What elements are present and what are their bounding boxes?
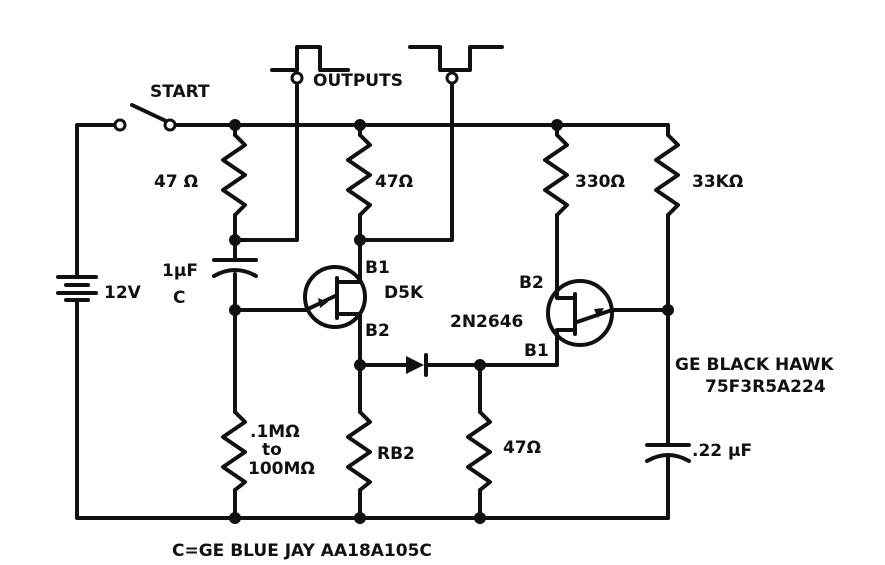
negative-pulse-waveform xyxy=(408,45,504,72)
ujt2-b1-label: B1 xyxy=(524,341,549,361)
cap2-name-label-2: 75F3R5A224 xyxy=(705,377,826,397)
resistor-47-ohm-2 xyxy=(346,133,372,217)
r5-label: 47Ω xyxy=(503,438,541,458)
start-label: START xyxy=(150,82,210,102)
resistor-47-ohm-3 xyxy=(466,410,492,492)
r-var-label-1: .1MΩ xyxy=(250,422,300,442)
outputs-label: OUTPUTS xyxy=(313,71,403,91)
resistor-47-ohm-1 xyxy=(221,133,247,217)
resistor-330-ohm xyxy=(543,133,569,217)
cap2-name-label-1: GE BLACK HAWK xyxy=(675,355,834,375)
ujt1-b2-label: B2 xyxy=(365,321,390,341)
r2-label: 47Ω xyxy=(375,172,413,192)
ujt1-b1-label: B1 xyxy=(365,258,390,278)
capacitor-c xyxy=(212,258,258,278)
capacitor-022uf xyxy=(645,443,691,463)
resistor-rb2 xyxy=(346,410,372,492)
cap2-value-label: .22 µF xyxy=(692,441,752,461)
battery-label: 12V xyxy=(104,283,142,303)
cap-c-value-label: 1µF xyxy=(162,261,198,281)
resistor-33k-ohm xyxy=(654,133,680,217)
ujt-d5k xyxy=(303,265,367,329)
positive-pulse-waveform xyxy=(270,45,350,72)
r1-label: 47 Ω xyxy=(154,172,198,192)
battery-12v xyxy=(56,275,98,302)
r-var-label-2: to xyxy=(262,440,282,460)
r4-label: 33KΩ xyxy=(692,172,743,192)
rb2-label: RB2 xyxy=(377,444,415,464)
r-var-label-3: 100MΩ xyxy=(248,459,315,479)
ujt1-label: D5K xyxy=(384,283,424,303)
start-switch xyxy=(113,103,177,132)
wires xyxy=(75,83,670,520)
output-terminal-2[interactable] xyxy=(445,71,459,85)
ujt2-b2-label: B2 xyxy=(519,273,544,293)
ujt2-label: 2N2646 xyxy=(450,312,523,332)
junction-dots xyxy=(229,119,674,524)
output-terminal-1[interactable] xyxy=(290,71,304,85)
r3-label: 330Ω xyxy=(575,172,625,192)
resistor-variable xyxy=(221,410,247,492)
footnote-label: C=GE BLUE JAY AA18A105C xyxy=(172,541,432,561)
ujt-2n2646 xyxy=(546,279,614,347)
diode xyxy=(406,353,428,377)
cap-c-name-label: C xyxy=(173,288,185,308)
